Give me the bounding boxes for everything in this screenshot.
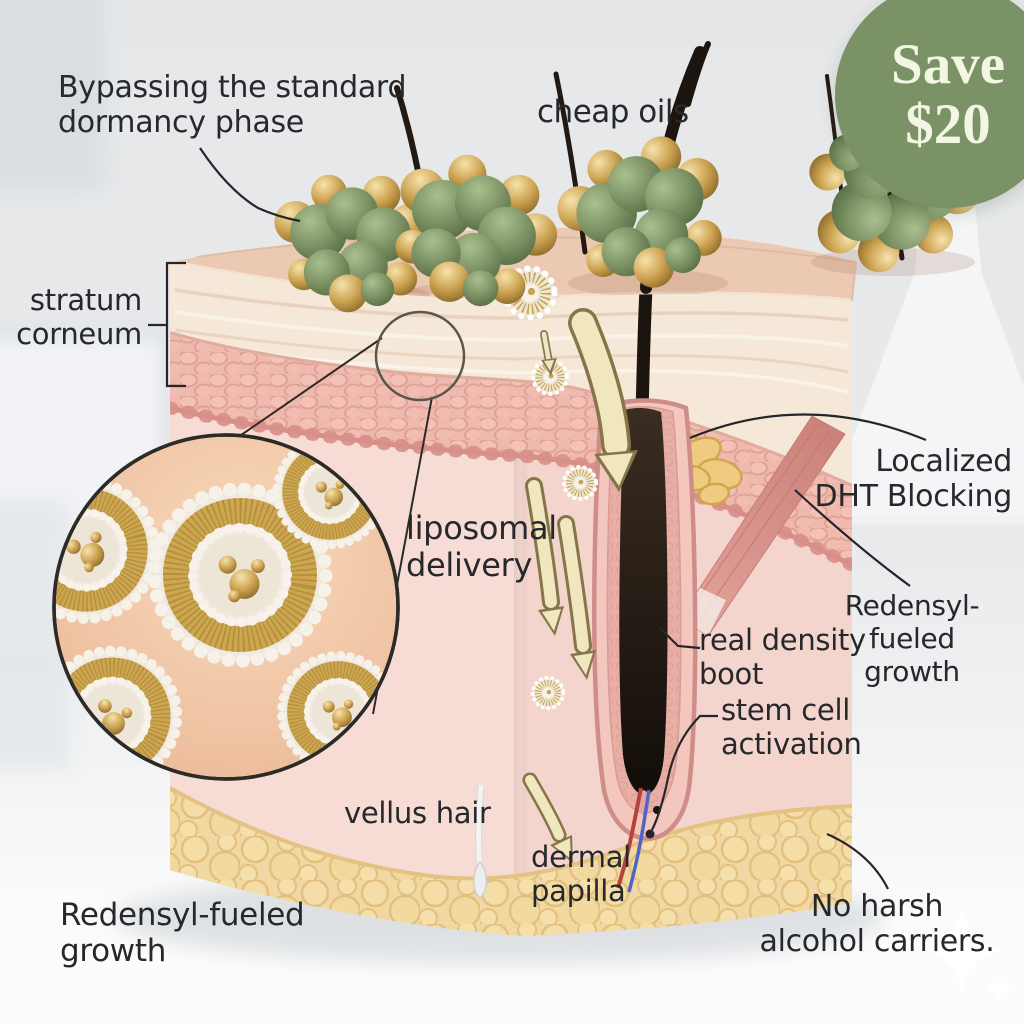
leader-redensyl-right	[794, 489, 911, 587]
label-redensyl-growth-right: Redensyl- fueled growth	[844, 589, 980, 688]
label-vellus-hair: vellus hair	[344, 796, 491, 830]
label-real-density-boot: real density boot	[699, 623, 866, 691]
delivery-arrows	[522, 308, 638, 863]
fat-top-rim	[170, 786, 852, 881]
skin-block-front-face	[170, 262, 852, 936]
label-cheap-oils: cheap oils	[537, 94, 689, 130]
background-glassware-top-left	[0, 0, 104, 190]
leader-lines	[148, 147, 927, 890]
badge-line-2: $20	[905, 93, 991, 156]
stratum-streak	[174, 328, 849, 374]
label-no-harsh-alcohol: No harsh alcohol carriers.	[759, 889, 995, 960]
hair-follicle	[592, 398, 698, 893]
liposome-particle	[564, 467, 596, 499]
leader-stem-cell	[651, 714, 718, 831]
leader-stem-cell-dot	[645, 829, 655, 839]
leader-real-density	[659, 627, 701, 650]
leader-bypassing	[199, 147, 301, 223]
papilla-vein	[627, 789, 651, 893]
label-stratum-corneum: stratum corneum	[16, 283, 142, 351]
save-badge: Save $20	[835, 0, 1024, 208]
label-dermal-papilla: dermal papilla	[531, 840, 631, 908]
fat-bubble-texture	[170, 788, 852, 936]
label-localized-dht-blocking: Localized DHT Blocking	[814, 444, 1013, 515]
papilla-artery	[616, 787, 643, 889]
hair-shaft-upper	[635, 281, 653, 421]
label-bypassing-dormancy: Bypassing the standard dormancy phase	[58, 70, 407, 141]
inset-outline	[52, 433, 400, 781]
sparkle-icon-small	[982, 970, 1014, 1006]
label-liposomal-delivery: liposomal delivery	[406, 509, 557, 585]
stratum-bracket	[148, 261, 186, 388]
magnifier-callout	[52, 310, 466, 781]
magnifier-line	[230, 337, 383, 443]
terminal-hair-tip	[685, 41, 711, 107]
leader-dht	[689, 413, 927, 442]
stratum-streak	[174, 310, 849, 348]
label-stem-cell-activation: stem cell activation	[721, 693, 862, 761]
magnifier-source-circle	[374, 310, 466, 402]
leader-no-harsh	[826, 832, 889, 890]
label-redensyl-growth-bottom: Redensyl-fueled growth	[60, 897, 305, 970]
hair-root-bulb	[619, 407, 668, 795]
vellus-hair-graphic	[472, 784, 488, 900]
top-right-corner-edge	[851, 261, 857, 302]
badge-line-1: Save	[891, 32, 1005, 96]
stratum-corneum-layer	[170, 262, 852, 487]
liposome-particle	[533, 678, 564, 709]
stratum-streak	[189, 343, 849, 394]
